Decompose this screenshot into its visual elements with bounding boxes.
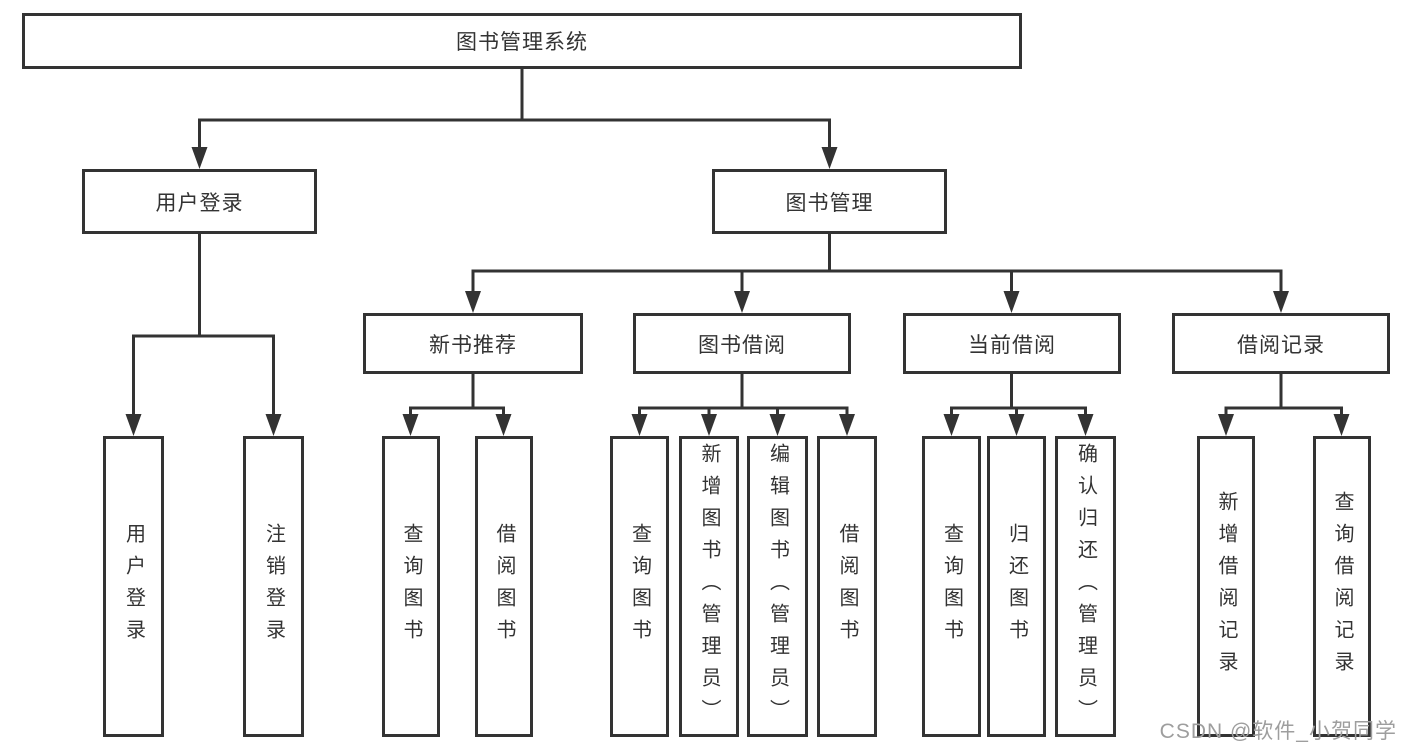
node-user-login-label: 用户登录 (155, 191, 244, 215)
leaf-borrow-query-books-label: 查询图书 (628, 522, 651, 651)
arrowheads (125, 147, 1350, 436)
node-book-management: 图书管理 (712, 169, 947, 234)
csdn-watermark: CSDN @软件_小贺同学 (1159, 720, 1397, 743)
leaf-records-query-record-label: 查询借阅记录 (1331, 490, 1353, 683)
node-book-borrow: 图书借阅 (633, 313, 851, 374)
leaf-recommend-query-books-label: 查询图书 (400, 522, 422, 651)
node-new-book-recommend-label: 新书推荐 (429, 333, 517, 357)
node-user-login: 用户登录 (82, 169, 317, 234)
leaf-borrow-borrow-books-label: 借阅图书 (836, 522, 858, 651)
leaf-current-confirm-return: 确认归还（管理员） (1055, 436, 1116, 737)
leaf-current-query-books: 查询图书 (922, 436, 981, 737)
node-new-book-recommend: 新书推荐 (363, 313, 583, 374)
leaf-recommend-query-books: 查询图书 (382, 436, 440, 737)
node-current-borrow-label: 当前借阅 (968, 333, 1056, 357)
leaf-borrow-query-books: 查询图书 (610, 436, 669, 737)
leaf-user-login-label: 用户登录 (122, 522, 145, 651)
leaf-current-return-books-label: 归还图书 (1005, 522, 1028, 651)
leaf-recommend-borrow-books: 借阅图书 (475, 436, 533, 737)
node-current-borrow: 当前借阅 (903, 313, 1121, 374)
node-root-label: 图书管理系统 (456, 31, 588, 54)
leaf-recommend-borrow-books-label: 借阅图书 (493, 522, 515, 651)
leaf-borrow-borrow-books: 借阅图书 (817, 436, 877, 737)
leaf-borrow-add-books: 新增图书（管理员） (679, 436, 739, 737)
leaf-records-add-record: 新增借阅记录 (1197, 436, 1255, 737)
node-borrow-records: 借阅记录 (1172, 313, 1390, 374)
leaf-logout: 注销登录 (243, 436, 304, 737)
leaf-logout-label: 注销登录 (262, 522, 285, 651)
node-root: 图书管理系统 (22, 13, 1022, 69)
leaf-borrow-edit-books: 编辑图书（管理员） (747, 436, 808, 737)
leaf-borrow-edit-books-label: 编辑图书（管理员） (766, 442, 789, 731)
leaf-current-return-books: 归还图书 (987, 436, 1046, 737)
leaf-user-login: 用户登录 (103, 436, 164, 737)
node-borrow-records-label: 借阅记录 (1237, 333, 1325, 357)
leaf-current-confirm-return-label: 确认归还（管理员） (1074, 442, 1097, 731)
leaf-current-query-books-label: 查询图书 (940, 522, 963, 651)
node-book-management-label: 图书管理 (785, 191, 874, 215)
leaf-records-add-record-label: 新增借阅记录 (1215, 490, 1237, 683)
node-book-borrow-label: 图书借阅 (698, 333, 786, 357)
leaf-records-query-record: 查询借阅记录 (1313, 436, 1371, 737)
leaf-borrow-add-books-label: 新增图书（管理员） (698, 442, 720, 731)
